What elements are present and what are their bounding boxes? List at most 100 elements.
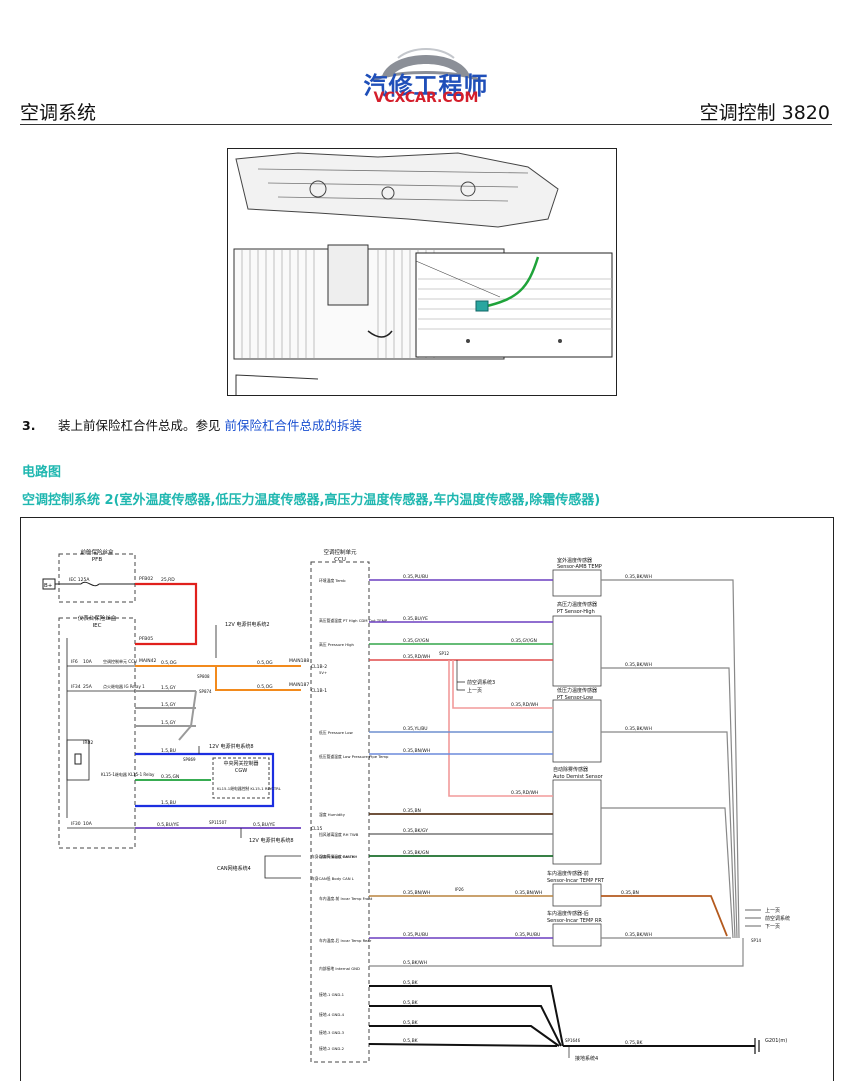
kl15-relay-label: KL15-1继电器 KL15-1 Relay: [101, 771, 155, 777]
kl15-ctrl-label: KL15-1继电器控制 KL15-1 RLYCTRL: [217, 786, 282, 791]
power8-note-b: 12V 电源供电系统8: [249, 837, 294, 844]
cl1b2-label: CL1B-2: [311, 664, 327, 670]
can-bus: [264, 855, 301, 879]
incar-rr-sensor-box: [552, 923, 602, 947]
wire-incar-rr-label-b: 0.35,PU/BU: [515, 932, 540, 938]
diagram-title: 空调控制系统 2(室外温度传感器,低压力温度传感器,高压力温度传感器,车内温度传…: [22, 493, 601, 508]
sp14-label: SP14: [751, 938, 761, 943]
iec-fuse-label: IEC 125A: [69, 577, 90, 583]
sp1646-label: SP1646: [565, 1038, 581, 1043]
prev-page-note: 上一页: [467, 687, 482, 694]
wire-05buye-label-b: 0.5,BU/YE: [253, 822, 275, 828]
main188-label: MAIN188: [289, 658, 309, 664]
main-gnd-wire-label: 0.75,BK: [625, 1040, 644, 1046]
logo-car-emblem: [371, 48, 481, 82]
incar-frt-gnd-label: 0.35,BN: [621, 890, 639, 896]
wire-rh-tkh-label: 0.35,BK/GN: [403, 850, 429, 856]
wire-05og-label-c: 0.5,OG: [257, 684, 273, 690]
iec-label-en: IEC: [93, 623, 102, 629]
main187-label: MAIN187: [289, 682, 309, 688]
wire-25rd-label: 25,RD: [161, 577, 175, 583]
pt-low-en: PT Sensor-Low: [557, 695, 593, 701]
amb-cn: 室外温度传感器: [557, 557, 592, 564]
iec-label-cn: 仪表台保险丝盒: [78, 614, 117, 622]
sp12-label: SP12: [439, 651, 449, 656]
g201-label: G201(m): [765, 1038, 787, 1044]
incar-rr-cn: 车内温度传感器-后: [547, 910, 589, 917]
power8-note-a: 12V 电源供电系统8: [209, 743, 254, 750]
if6-ccu-label: 空调控制单元 CCU: [103, 658, 137, 664]
if6-label: IF6: [71, 659, 78, 665]
wire-humidity-label: 0.35,BN: [403, 808, 421, 814]
up-page-note: 上一页: [765, 907, 780, 914]
cl1b1-label: CL1B-1: [311, 688, 327, 694]
incar-rr-gnd-label: 0.35,BK/WH: [625, 932, 652, 938]
logo-brand-url: VCXCAR.COM: [373, 90, 479, 106]
wire-pt-high-label: 0.35,BU/YE: [403, 616, 428, 622]
wire-rh-twb-label: 0.35,BK/GY: [403, 828, 428, 834]
wire-5v-demist: [448, 660, 553, 797]
pin-p-high: 高压 Pressure High: [319, 642, 355, 647]
wire-amb-label: 0.35,PU/BU: [403, 574, 428, 580]
pin-rh-tkh: 湿度气候温度 RH TKH: [319, 854, 357, 859]
pin-gnd3: 接地-3 GND-3: [319, 1030, 345, 1035]
pin-gnd4: 接地-4 GND-4: [319, 1012, 345, 1017]
pin-incar-front: 车内温度-前 Incar Temp Front: [319, 896, 373, 901]
wire-15gy: [135, 690, 196, 727]
wire-5v-demist-label: 0.35,RD/WH: [511, 790, 538, 796]
demist-cn: 自动除雾传感器: [553, 766, 588, 773]
pfb-box: [58, 553, 136, 603]
section-title: 电路图: [22, 465, 62, 480]
wire-p-low-label: 0.35,YL/BU: [403, 726, 428, 732]
header-page-title: 空调控制 3820: [699, 102, 830, 124]
bumper-procedure-link[interactable]: 前保险杠合件总成的拆装: [224, 418, 363, 433]
pin-gnd1: 接地-1 GND-1: [319, 992, 345, 997]
sp874-label: SP874: [199, 689, 212, 694]
if34-label: IF34: [71, 684, 81, 690]
wire-p-high-label-b: 0.35,GY/GN: [511, 638, 537, 644]
gnd3-wire-label: 0.5,BK: [403, 1020, 419, 1026]
wire-035gn-label: 0.35,GN: [161, 774, 179, 780]
wire-5v-low-label: 0.35,RD/WH: [511, 702, 538, 708]
incar-frt-cn: 车内温度传感器-前: [547, 870, 589, 877]
front-ac-note: 前空调系统3: [467, 679, 495, 686]
pin-pt-high: 高压管道温度 PT High CDM Out TEMP: [319, 618, 388, 623]
ir02-label: IR02: [83, 740, 93, 746]
pin-incar-rear: 车内温度-后 Incar Temp Rear: [319, 938, 372, 943]
pin-p-low: 低压 Pressure Low: [319, 730, 353, 735]
bumper-removal-illustration: [227, 148, 617, 396]
pt-low-gnd-label: 0.35,BK/WH: [625, 726, 652, 732]
incar-frt-en: Sensor-Incar TEMP FRT: [547, 878, 605, 884]
wire-15bu-label-a: 1.5,BU: [161, 748, 176, 754]
wire-05og-b: [215, 666, 301, 691]
pt-high-gnd-label: 0.35,BK/WH: [625, 662, 652, 668]
pt-high-sensor-box: [552, 615, 602, 687]
if30-label: IF30: [71, 821, 81, 827]
main42-label: MAIN42: [139, 658, 157, 664]
pin-5v: 5V+: [319, 670, 327, 675]
cl15-label: CL15: [311, 826, 323, 832]
demist-sensor-box: [552, 779, 602, 865]
wire-15gy-label-a: 1.5,GY: [161, 685, 176, 691]
pt-low-cn: 低压力温度传感器: [557, 687, 597, 694]
gnd4-wire-label: 0.5,BK: [403, 1000, 419, 1006]
iec-box: [58, 617, 136, 849]
internal-gnd-wire-label: 0.5,BK/WH: [403, 960, 427, 966]
ccu-box: [310, 561, 370, 1063]
demist-en: Auto Demist Sensor: [553, 774, 604, 780]
ccu-label-en: CCU: [334, 557, 346, 563]
ground-wires: [368, 985, 755, 1047]
wire-15bu: [135, 752, 275, 808]
wiring-diagram: 前舱保险丝盒 PFB B+ IEC 125A 仪表台保险丝盒 IEC PFB02…: [20, 517, 834, 1081]
wire-25rd: [135, 582, 198, 646]
wire-15bu-label-b: 1.5,BU: [161, 800, 176, 806]
ground4-note: 接地系统4: [575, 1055, 598, 1062]
wire-05og-label-a: 0.5,OG: [161, 660, 177, 666]
procedure-step: 3.装上前保险杠合件总成。参见 前保险杠合件总成的拆装: [22, 415, 362, 434]
power2-note: 12V 电源供电系统2: [225, 621, 270, 628]
wire-15gy-label-c: 1.5,GY: [161, 720, 176, 726]
cgw-label-en: CGW: [235, 768, 247, 774]
pin-pt-low: 低压管道温度 Low Pressure Pipe Temp: [319, 754, 389, 759]
sp808-label: SP808: [197, 674, 210, 679]
wire-05og-label-b: 0.5,OG: [257, 660, 273, 666]
